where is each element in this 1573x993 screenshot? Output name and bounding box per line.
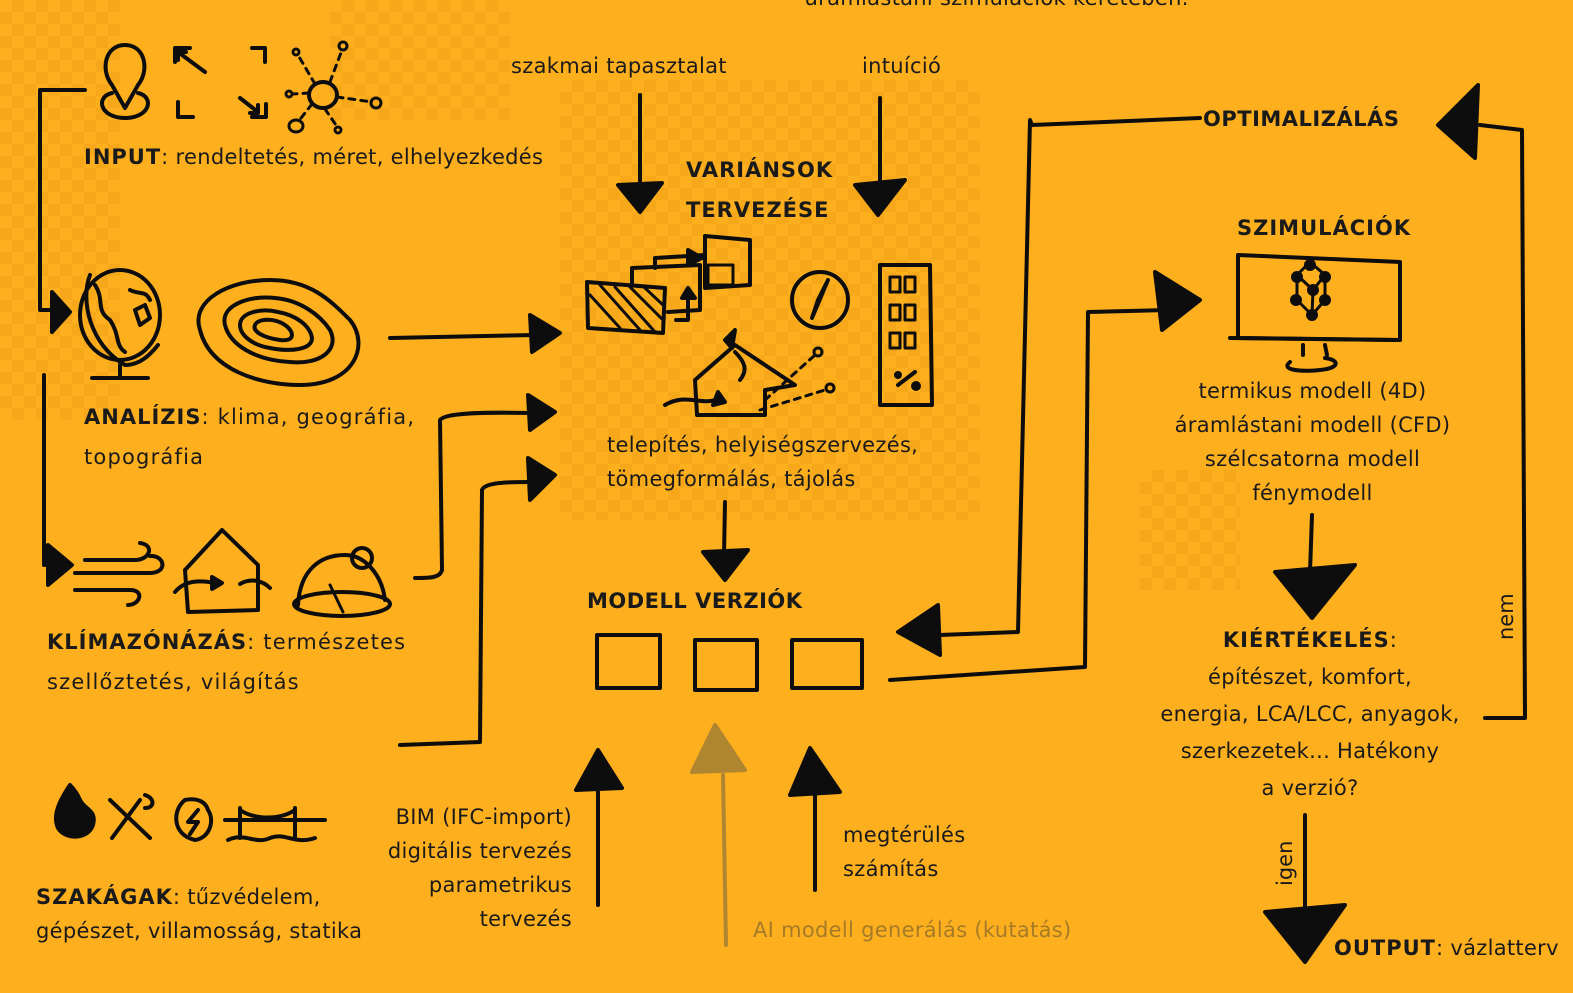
disciplines-title: SZAKÁGAK (36, 885, 173, 909)
optimization-label: OPTIMALIZÁLÁS (1203, 107, 1400, 131)
climate-label: KLÍMAZÓNÁZÁS: természetes szellőztetés, … (47, 622, 406, 702)
output-label: OUTPUT: vázlatterv (1334, 932, 1559, 966)
input-desc: : rendeltetés, méret, elhelyezkedés (161, 145, 544, 169)
arrow-disciplines-to-variants (526, 456, 557, 502)
output-desc: : vázlatterv (1436, 936, 1559, 960)
arrow-bim (574, 748, 624, 792)
model-version-boxes (595, 633, 864, 692)
evaluation-colon: : (1389, 628, 1398, 652)
expand-arrows-icon (173, 46, 268, 119)
variants-title: VARIÁNSOK TERVEZÉSE (686, 150, 833, 230)
variants-title-2: TERVEZÉSE (686, 198, 830, 222)
simulation-item: termikus modell (4D) (1198, 379, 1427, 403)
roi-text: megtérülés számítás (843, 818, 966, 886)
bridge-icon (223, 806, 327, 843)
evaluation-block: KIÉRTÉKELÉS: építészet, komfort, energia… (1140, 622, 1480, 807)
arrow-no-to-optimization (1436, 83, 1480, 160)
sun-dome-icon (292, 546, 392, 618)
roi-line: megtérülés (843, 823, 966, 847)
tools-icon (108, 793, 155, 840)
variants-desc-2: tömegformálás, tájolás (607, 467, 856, 491)
input-label: INPUT: rendeltetés, méret, elhelyezkedés (84, 141, 543, 175)
electricity-icon (174, 797, 214, 842)
roi-line: számítás (843, 857, 939, 881)
arrow-models-to-simulations (1153, 270, 1202, 332)
variants-desc-1: telepítés, helyiségszervezés, (607, 433, 919, 457)
arrow-optimization-to-models (896, 603, 942, 657)
bg-pattern (330, 0, 510, 120)
experience-label: szakmai tapasztalat (511, 54, 727, 78)
output-title: OUTPUT (1334, 936, 1436, 960)
simulations-title: SZIMULÁCIÓK (1237, 216, 1412, 240)
arrow-simulations-to-evaluation (1273, 563, 1357, 620)
arrow-to-climate (46, 543, 74, 587)
bim-line: parametrikus (428, 873, 572, 897)
arrow-ai (690, 723, 747, 774)
bim-line: digitális tervezés (387, 839, 572, 863)
arrow-analysis-to-variants (528, 313, 562, 354)
simulation-item: szélcsatorna modell (1204, 447, 1421, 471)
disciplines-desc2: gépészet, villamosság, statika (36, 919, 363, 943)
simulation-item: fénymodell (1252, 481, 1373, 505)
arrow-variants-to-models (701, 548, 750, 582)
decision-no-label: nem (1494, 593, 1518, 640)
evaluation-item: szerkezetek... Hatékony (1180, 739, 1440, 763)
decision-yes-label: igen (1273, 840, 1297, 886)
bim-line: tervezés (479, 907, 572, 931)
intuition-label: intuíció (862, 54, 942, 78)
analysis-title: ANALÍZIS (84, 405, 202, 429)
evaluation-title: KIÉRTÉKELÉS (1222, 628, 1390, 652)
monitor-3d-model-icon (1228, 253, 1402, 373)
analysis-desc1: : klima, geográfia, (201, 405, 416, 429)
simulation-item: áramlástani modell (CFD) (1174, 413, 1451, 437)
bim-line: BIM (IFC-import) (395, 805, 572, 829)
arrow-climate-to-variants (526, 393, 557, 432)
topography-contour-icon (196, 278, 361, 387)
evaluation-item: energia, LCA/LCC, anyagok, (1160, 702, 1460, 726)
simulations-list: termikus modell (4D) áramlástani modell … (1150, 374, 1475, 510)
house-ventilation-icon (173, 528, 272, 614)
wind-icon (73, 541, 165, 607)
evaluation-item: a verzió? (1261, 776, 1359, 800)
bg-pattern (0, 0, 120, 420)
model-versions-title: MODELL VERZIÓK (587, 589, 803, 613)
disciplines-label: SZAKÁGAK: tűzvédelem, gépészet, villamos… (36, 880, 362, 948)
climate-desc1: : természetes (247, 630, 407, 654)
climate-title: KLÍMAZÓNÁZÁS (47, 630, 248, 654)
fire-icon (53, 783, 96, 839)
input-title: INPUT (84, 145, 162, 169)
analysis-label: ANALÍZIS: klima, geográfia, topográfia (84, 397, 415, 477)
arrow-roi (788, 746, 842, 797)
variants-title-1: VARIÁNSOK (686, 158, 834, 182)
arrow-yes-to-output (1263, 903, 1347, 964)
analysis-desc2: topográfia (84, 445, 205, 469)
climate-desc2: szellőztetés, világítás (47, 670, 300, 694)
bim-text: BIM (IFC-import) digitális tervezés para… (372, 800, 572, 936)
evaluation-item: építészet, komfort, (1208, 665, 1412, 689)
ai-text: AI modell generálás (kutatás) (753, 918, 1072, 942)
disciplines-desc1: : tűzvédelem, (172, 885, 321, 909)
variants-desc: telepítés, helyiségszervezés, tömegformá… (607, 428, 918, 496)
top-caption: áramlástani szimulációk keretében. (805, 0, 1189, 16)
